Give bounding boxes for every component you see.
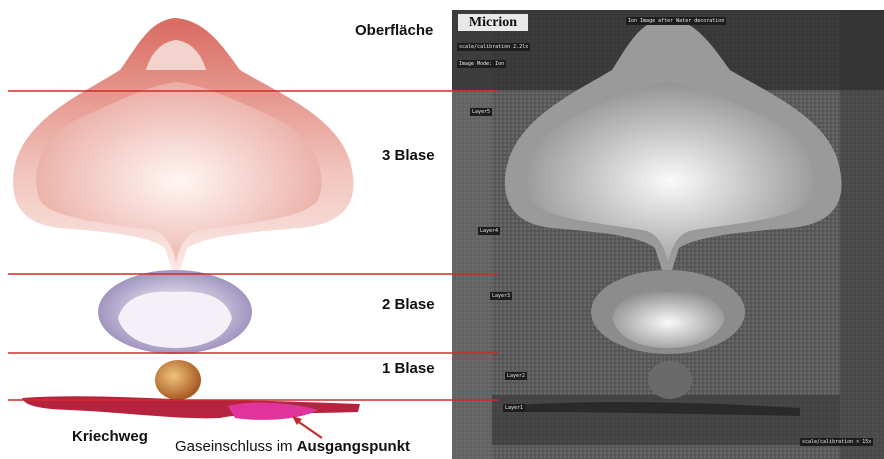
- label-blase-3: 3 Blase: [382, 147, 435, 164]
- sem-image-mode-tag: Image Mode: Ion: [457, 60, 506, 68]
- sem-scale-top-tag: scale/calibration 2.2lx: [457, 43, 530, 51]
- sem-layer-2: Layer2: [505, 372, 527, 380]
- label-blase-1: 1 Blase: [382, 360, 435, 377]
- micrion-logo: Micrion: [458, 14, 528, 31]
- label-surface: Oberfläche: [355, 22, 433, 39]
- sem-layer-1: Layer1: [503, 404, 525, 412]
- sem-scale-bottom-tag: scale/calibration × 15x: [800, 438, 873, 446]
- sem-header-tag: Ion Image after Water decoration: [626, 17, 726, 25]
- sem-layer-4: Layer4: [478, 227, 500, 235]
- sem-layer-3: Layer3: [490, 292, 512, 300]
- arrow-line: [296, 420, 322, 438]
- sem-bubble-1: [648, 361, 692, 399]
- sem-image: [452, 10, 884, 459]
- gas-label-bold: Ausgangspunkt: [297, 438, 410, 455]
- label-creep: Kriechweg: [72, 428, 148, 445]
- gas-label-prefix: Gaseinschluss im: [175, 438, 297, 455]
- label-gas-inclusion: Gaseinschluss im Ausgangspunkt: [175, 438, 410, 455]
- label-blase-2: 2 Blase: [382, 296, 435, 313]
- sem-layer-5: Layer5: [470, 108, 492, 116]
- left-illustration: [13, 18, 360, 438]
- bubble-1: [155, 360, 201, 400]
